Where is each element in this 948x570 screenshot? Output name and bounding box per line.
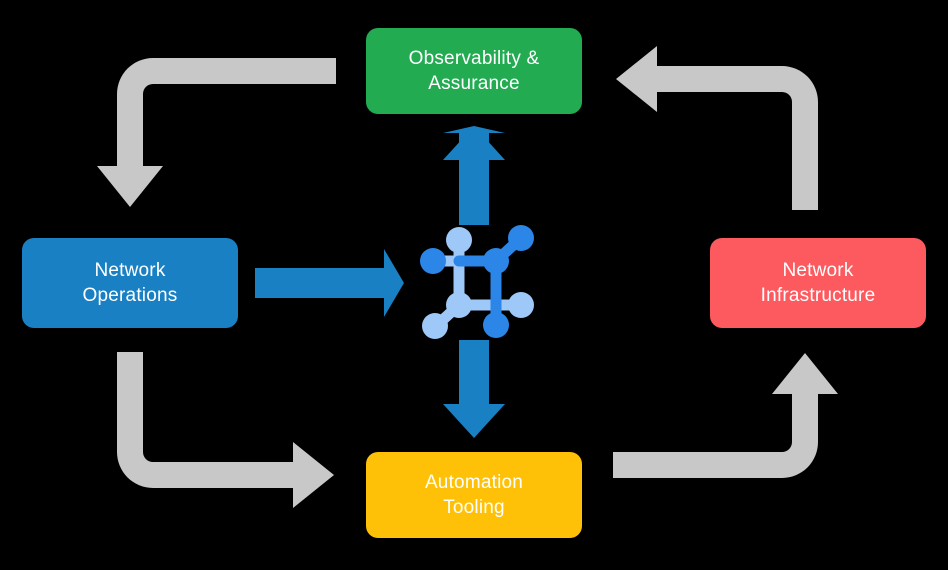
arrow-infrastructure-to-observability	[616, 46, 818, 210]
arrow-observability-to-operations	[97, 58, 336, 207]
arrow-operations-to-center	[255, 249, 404, 317]
arrow-automation-to-infrastructure	[613, 353, 838, 478]
node-network-infrastructure[interactable]: Network Infrastructure	[710, 238, 926, 328]
node-network-operations[interactable]: Network Operations	[22, 238, 238, 328]
arrow-center-to-observability	[443, 126, 505, 225]
node-label: Network Operations	[82, 259, 178, 306]
node-automation-tooling[interactable]: Automation Tooling	[366, 452, 582, 538]
node-label: Observability & Assurance	[408, 47, 540, 94]
node-observability-assurance[interactable]: Observability & Assurance	[366, 28, 582, 114]
node-label: Network Infrastructure	[760, 259, 876, 306]
node-label: Automation Tooling	[424, 471, 524, 518]
arrow-operations-to-automation	[117, 352, 334, 508]
arrow-center-to-automation	[443, 340, 505, 438]
